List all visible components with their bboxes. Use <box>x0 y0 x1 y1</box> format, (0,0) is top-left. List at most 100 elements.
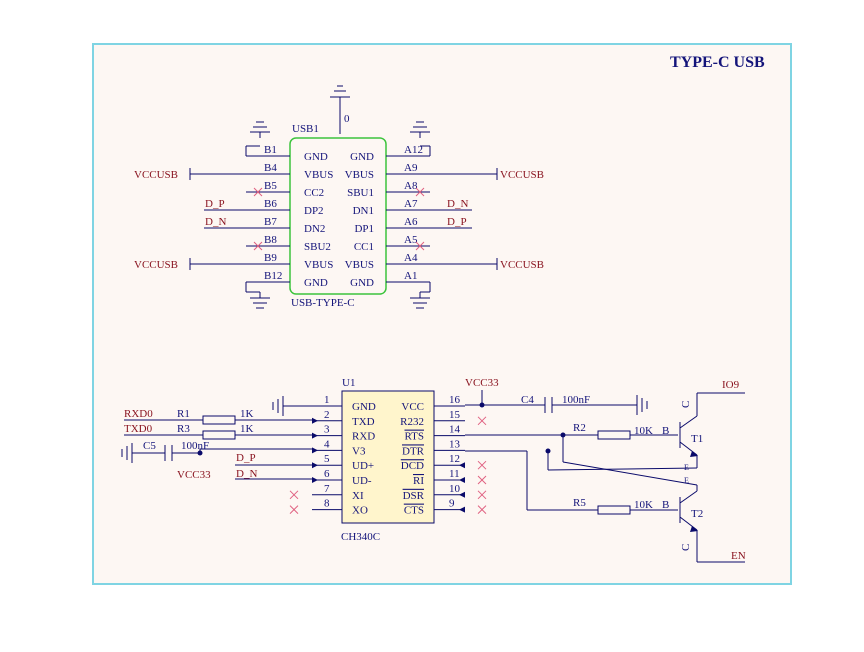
usb-right-pin-name: CC1 <box>354 241 374 253</box>
net-en: EN <box>731 550 746 562</box>
usb-left-pin-name: VBUS <box>304 259 333 271</box>
t2-base-label: B <box>662 499 669 511</box>
u1-left-pin-name: V3 <box>352 445 366 457</box>
u1-left-pin-name: UD- <box>352 475 372 487</box>
net-vccusb: VCCUSB <box>134 259 178 271</box>
usb-right-pin-name: GND <box>350 277 374 289</box>
c5-value: 100nF <box>181 440 209 452</box>
ground-symbol <box>250 292 270 309</box>
usb-right-pin-num: A1 <box>404 270 417 282</box>
net-d-p-u1: D_P <box>236 452 256 464</box>
usb-left-pin-num: B5 <box>264 180 277 192</box>
net-label: D_P <box>205 198 225 210</box>
no-connect-marker <box>415 187 425 197</box>
pin-arrow <box>312 477 318 483</box>
c4-ref: C4 <box>521 394 534 406</box>
usb-left-pin-name: DP2 <box>304 205 324 217</box>
no-connect-marker <box>289 490 299 500</box>
usb-right-pin-num: A6 <box>404 216 418 228</box>
ground-symbol <box>410 292 430 309</box>
u1-part: CH340C <box>341 531 380 543</box>
usb-left-pin-num: B9 <box>264 252 277 264</box>
net-vccusb: VCCUSB <box>500 169 544 181</box>
u1-right-pin-num: 16 <box>449 394 461 406</box>
u1-left-pin-num: 1 <box>324 394 330 406</box>
u1-right-pin-name: RTS <box>404 431 424 443</box>
u1-right-pin-name: R232 <box>400 416 424 428</box>
usb-right-pin-name: VBUS <box>345 169 374 181</box>
u1-right-pin-name: DTR <box>402 445 425 457</box>
t1-ref: T1 <box>691 433 703 445</box>
pin-arrow <box>312 432 318 439</box>
pin-arrow <box>459 491 465 498</box>
u1-right-pin-num: 9 <box>449 498 455 510</box>
u1-left-pin-num: 2 <box>324 409 330 421</box>
usb-part: USB-TYPE-C <box>291 297 355 309</box>
u1-ref: U1 <box>342 377 355 389</box>
usb-left-pin-name: SBU2 <box>304 241 331 253</box>
usb-right-pin-num: A7 <box>404 198 418 210</box>
t1-collector-label: C <box>680 401 692 408</box>
t2-emitter-label: E <box>684 476 689 485</box>
no-connect-marker <box>477 460 487 470</box>
net-label: D_P <box>447 216 467 228</box>
c4-value: 100nF <box>562 394 590 406</box>
usb-right-pin-num: A8 <box>404 180 418 192</box>
u1-right-pin-name: VCC <box>401 401 424 413</box>
net-d-n-u1: D_N <box>236 468 257 480</box>
usb-left-pin-num: B4 <box>264 162 277 174</box>
u1-junctions <box>197 402 698 532</box>
net-txd0: TXD0 <box>124 423 153 435</box>
u1-right-pin-num: 13 <box>449 438 461 450</box>
no-connect-marker <box>289 505 299 514</box>
usb-right-pin-name: GND <box>350 151 374 163</box>
usb-left-pin-num: B1 <box>264 144 277 156</box>
no-connect-marker <box>477 505 487 514</box>
pin-arrow <box>312 447 318 454</box>
usb-left-pin-num: B6 <box>264 198 277 210</box>
t1-base-label: B <box>662 425 669 437</box>
no-connect-marker <box>253 241 263 251</box>
u1-right-pin-num: 15 <box>449 409 461 421</box>
u1-right-pin-num: 14 <box>449 424 461 436</box>
net-io9: IO9 <box>722 379 740 391</box>
sheet-title: TYPE-C USB <box>670 54 765 71</box>
u1-right-pin-name: DCD <box>401 460 424 472</box>
t2-ref: T2 <box>691 508 703 520</box>
sheet-frame <box>92 43 792 585</box>
usb-left-pin-name: DN2 <box>304 223 325 235</box>
usb-zero-mark: 0 <box>344 113 350 125</box>
usb-left-pin-name: GND <box>304 277 328 289</box>
pin-arrow <box>459 506 465 513</box>
ground-symbol <box>250 121 270 138</box>
u1-left-pin-num: 7 <box>324 483 330 495</box>
net-vccusb: VCCUSB <box>500 259 544 271</box>
usb-right-pin-num: A9 <box>404 162 418 174</box>
net-vcc33: VCC33 <box>465 377 499 389</box>
net-vccusb: VCCUSB <box>134 169 178 181</box>
u1-right-pin-name: RI <box>413 475 424 487</box>
u1-left-pin-name: TXD <box>352 416 375 428</box>
u1-left-pin-name: RXD <box>352 431 375 443</box>
u1-left-pin-num: 3 <box>324 424 330 436</box>
r1-ref: R1 <box>177 408 190 420</box>
ch340-body <box>341 390 435 524</box>
u1-right-pin-num: 11 <box>449 468 460 480</box>
usb-pins: B1GNDB4VBUSVCCUSBB5CC2B6DP2D_PB7DN2D_NB8… <box>134 121 544 309</box>
usb-left-pin-num: B7 <box>264 216 277 228</box>
no-connect-marker <box>477 475 487 485</box>
u1-left-pin-num: 8 <box>324 498 330 510</box>
net-vcc33-b: VCC33 <box>177 469 211 481</box>
net-label: D_N <box>447 198 468 210</box>
pin-arrow <box>312 417 318 424</box>
usb-right-pin-name: DN1 <box>353 205 374 217</box>
usb-right-pin-num: A12 <box>404 144 423 156</box>
u1-left-pin-name: GND <box>352 401 376 413</box>
pin-arrow <box>459 477 465 483</box>
u1-left-pin-name: XO <box>352 505 368 517</box>
t1-emitter-label: E <box>684 463 689 472</box>
usb-right-pin-name: VBUS <box>345 259 374 271</box>
r2-ref: R2 <box>573 422 586 434</box>
ground-symbol <box>410 121 430 138</box>
